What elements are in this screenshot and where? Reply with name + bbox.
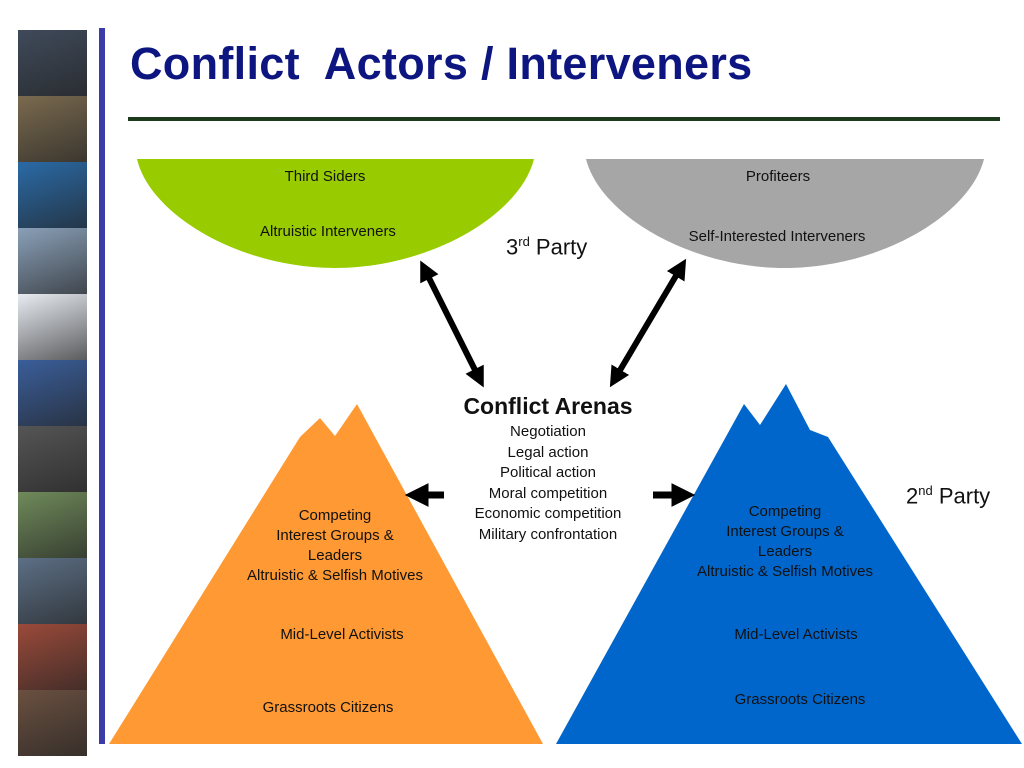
left-grassroots-label: Grassroots Citizens [262,699,394,716]
arena-item: Negotiation [510,423,586,440]
profiteers-arena-arrow [609,258,687,388]
label-line: Altruistic & Selfish Motives [697,563,873,580]
left-actor-mountain [109,404,543,744]
label-line: Altruistic & Selfish Motives [247,567,423,584]
profiteers-label: Profiteers [745,168,811,185]
fighter-jet-photo [18,558,87,624]
speaker-portrait-photo [18,426,87,492]
label-line: Interest Groups & [726,523,844,540]
altruistic-interveners-label: Altruistic Interveners [260,223,396,240]
riot-police-photo [18,30,87,96]
tower-smoke-photo [18,228,87,294]
title-underline [128,117,1000,121]
protest-signs-photo [18,624,87,690]
un-emblem-photo [18,162,87,228]
arena-item: Economic competition [474,505,622,522]
third-siders-arena-arrow [420,260,484,388]
third-siders-label: Third Siders [284,168,366,185]
third-party-label: 3rd Party [506,234,588,260]
left-top-level-label: Competing Interest Groups & Leaders Altr… [247,506,423,586]
profiteers-bowl [586,159,984,268]
right-mid-level-label: Mid-Level Activists [734,626,858,643]
arena-item: Political action [500,464,596,481]
label-line: Competing [298,507,372,524]
label-line: Leaders [757,543,813,560]
arena-item: Military confrontation [478,525,618,543]
vertical-divider [99,28,105,744]
third-siders-bowl [137,159,534,268]
unhcr-truck-photo [18,294,87,360]
arena-item: Moral competition [488,484,608,502]
second-party-label: 2nd Party [906,483,991,509]
self-interested-interveners-label: Self-Interested Interveners [688,228,866,245]
conflict-arenas-list: Negotiation Legal action Political actio… [475,422,622,545]
conflict-arenas-title: Conflict Arenas [463,393,633,419]
crowd-flags-photo [18,360,87,426]
cemetery-photo [18,492,87,558]
label-line: Interest Groups & [276,527,394,544]
left-mid-level-label: Mid-Level Activists [280,626,404,643]
arena-item: Legal action [507,443,589,461]
right-grassroots-label: Grassroots Citizens [734,691,866,708]
handcuffs-photo [18,690,87,756]
right-top-level-label: Competing Interest Groups & Leaders Altr… [697,502,873,582]
right-actor-mountain [556,384,1022,744]
soldier-photo [18,96,87,162]
label-line: Leaders [307,547,363,564]
label-line: Competing [748,503,822,520]
page-title: Conflict Actors / Interveners [130,38,753,89]
